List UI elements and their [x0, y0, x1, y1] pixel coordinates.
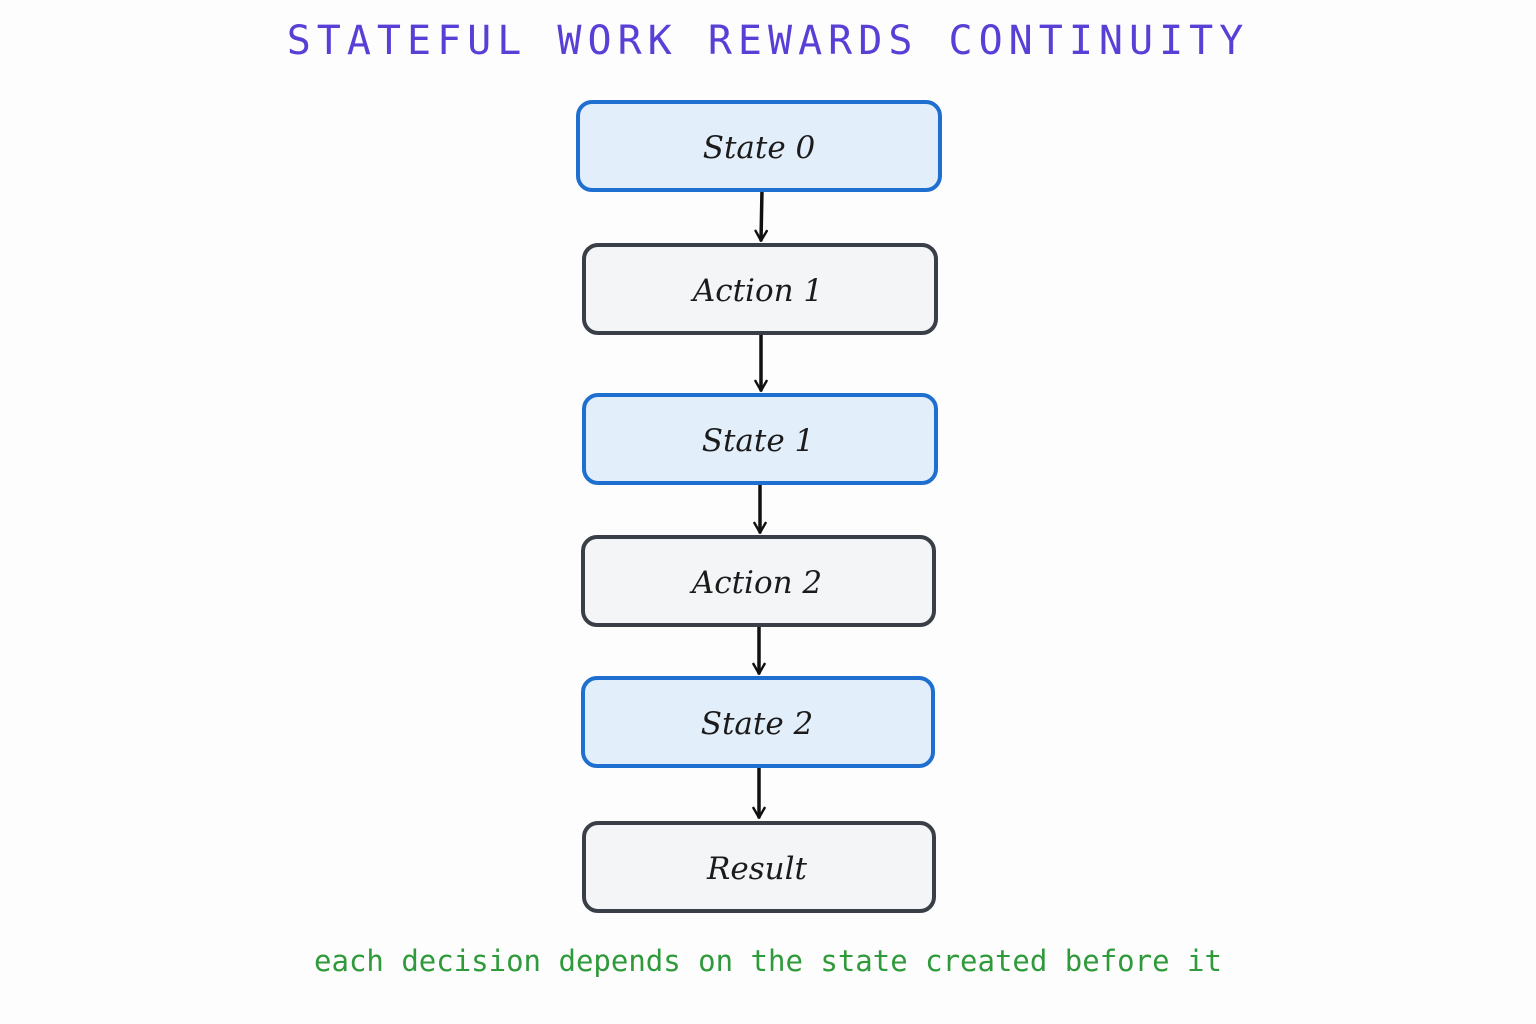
node-state-1: State 1 [582, 393, 938, 485]
node-action-1: Action 1 [582, 243, 938, 335]
node-label-state-2: State 2 [701, 706, 814, 742]
node-label-result: Result [706, 851, 807, 887]
diagram-caption: each decision depends on the state creat… [314, 944, 1222, 978]
node-label-state-0: State 0 [703, 130, 816, 166]
node-label-state-1: State 1 [702, 423, 815, 459]
node-label-action-2: Action 2 [689, 565, 822, 601]
edge-state0-action1 [754, 188, 769, 242]
node-state-0: State 0 [576, 100, 942, 192]
node-label-action-1: Action 1 [690, 273, 823, 309]
node-action-2: Action 2 [581, 535, 936, 627]
node-state-2: State 2 [581, 676, 935, 768]
node-result: Result [582, 821, 936, 913]
diagram-title: STATEFUL WORK REWARDS CONTINUITY [286, 18, 1250, 64]
